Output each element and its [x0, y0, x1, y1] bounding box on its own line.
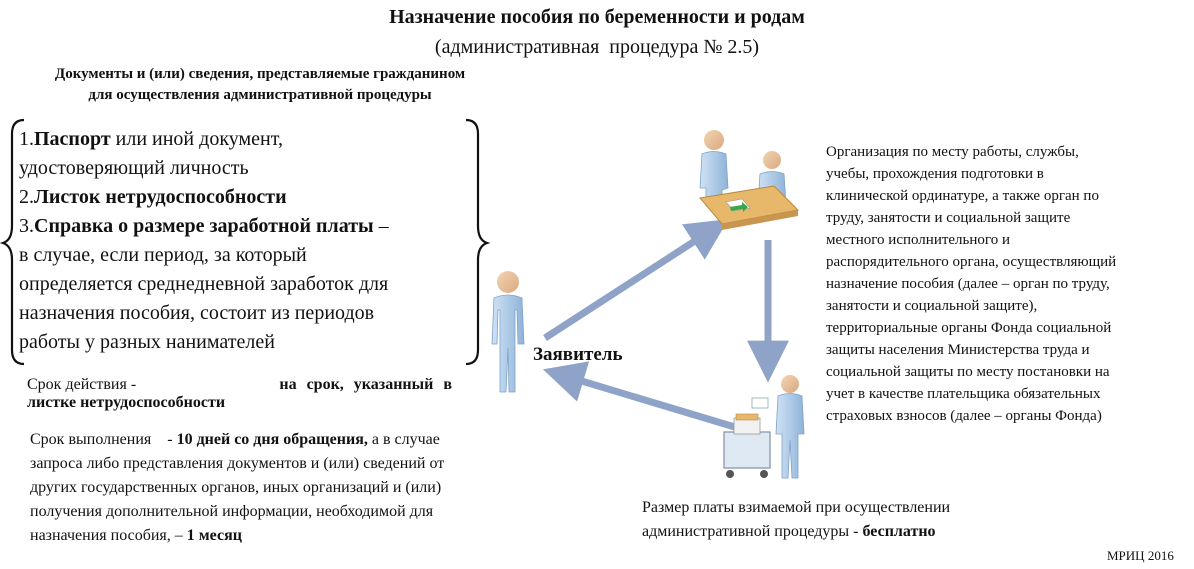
org-line-7: назначение пособия (далее – орган по тру… — [826, 276, 1110, 292]
fee-prefix: административной процедуры - — [642, 523, 863, 540]
documents-heading-line1: Документы и (или) сведения, представляем… — [54, 66, 466, 82]
validity-line1: Срок действия - на срок, указанный в — [27, 376, 452, 394]
org-line-1: Организация по месту работы, службы, — [826, 144, 1079, 160]
deadline-line2: запроса либо представления документов и … — [30, 455, 445, 472]
deadline-last-prefix: назначения пособия, – — [30, 527, 187, 544]
applicant-label: Заявитель — [533, 344, 623, 365]
document-item-3-cont-1: в случае, если период, за который — [19, 244, 307, 266]
page-subtitle: (административная процедура № 2.5) — [434, 36, 760, 58]
document-item-3: 3.Справка о размере заработной платы – — [19, 212, 471, 241]
document-item-3-num: 3. — [19, 215, 34, 237]
arrow-back-to-applicant — [542, 361, 740, 432]
deadline-line5: назначения пособия, – 1 месяц — [30, 524, 590, 548]
document-item-1-title: Паспорт — [34, 128, 111, 150]
left-brace-icon — [0, 118, 25, 366]
documents-list: 1.Паспорт или иной документ, удостоверяю… — [19, 125, 471, 357]
deadline-last-value: 1 месяц — [186, 527, 242, 544]
org-line-4: труду, занятости и социальной защите — [826, 210, 1071, 226]
org-line-6: распорядительного органа, осуществляющий — [826, 254, 1117, 270]
validity-line2: листке нетрудоспособности — [27, 394, 452, 412]
deadline-rest: а в случае — [367, 431, 440, 448]
document-item-3-cont-2: определяется среднедневной заработок для — [19, 273, 389, 295]
deadline-block: Срок выполнения - 10 дней со дня обращен… — [30, 428, 590, 548]
org-line-10: защиты населения Министерства труда и — [826, 342, 1090, 358]
validity-label: Срок действия - — [27, 376, 141, 393]
documents-heading-line2: для осуществления административной проце… — [88, 87, 432, 103]
org-line-3: клинической ординатуре, а также орган по — [826, 188, 1099, 204]
flow-arrows — [542, 219, 789, 432]
document-item-3-cont-3: назначения пособия, состоит из периодов — [19, 302, 375, 324]
document-item-2-title: Листок нетрудоспособности — [34, 186, 287, 208]
document-item-3-title: Справка о размере заработной платы — [34, 215, 374, 237]
validity-term: Срок действия - на срок, указанный в лис… — [27, 376, 452, 412]
person-icon — [491, 271, 525, 393]
validity-value-2: листке нетрудоспособности — [27, 394, 226, 411]
document-item-1-num: 1. — [19, 128, 34, 150]
page-title: Назначение пособия по беременности и род… — [389, 6, 805, 28]
deadline-line1: Срок выполнения - 10 дней со дня обращен… — [30, 428, 590, 452]
document-item-1: 1.Паспорт или иной документ, — [19, 125, 471, 154]
fee-line2: административной процедуры - бесплатно — [642, 520, 1082, 544]
deadline-value: 10 дней со дня обращения, — [176, 431, 368, 448]
document-item-3-cont-4: работы у разных нанимателей — [19, 331, 275, 353]
deadline-label: Срок выполнения - — [30, 431, 177, 448]
document-item-2-num: 2. — [19, 186, 34, 208]
documents-heading: Документы и (или) сведения, представляем… — [0, 64, 520, 106]
meeting-icon — [699, 130, 800, 230]
organization-text: Организация по месту работы, службы, уче… — [826, 141, 1186, 427]
org-line-13: страховых взносов (далее – органы Фонда) — [826, 408, 1102, 424]
arrow-applicant-to-organization — [543, 219, 729, 341]
org-line-12: учет в качестве плательщика обязательных — [826, 386, 1101, 402]
validity-value-1: на срок, указанный в — [279, 376, 452, 393]
org-line-5: местного исполнительного и — [826, 232, 1010, 248]
deadline-line4: получения дополнительной информации, нео… — [30, 503, 434, 520]
org-line-9: территориальные органы Фонда социальной — [826, 320, 1112, 336]
clerk-icon — [723, 375, 805, 479]
right-brace-icon — [465, 118, 491, 366]
document-item-3-rest: – — [373, 215, 389, 237]
deadline-line3: других государственных органов, иных орг… — [30, 479, 442, 496]
document-item-1-rest: или иной документ, — [110, 128, 283, 150]
org-line-8: занятости и социальной защите), — [826, 298, 1038, 314]
document-item-1-cont: удостоверяющий личность — [19, 157, 249, 179]
org-line-2: учебы, прохождения подготовки в — [826, 166, 1044, 182]
document-item-2: 2.Листок нетрудоспособности — [19, 183, 471, 212]
fee-value: бесплатно — [862, 523, 936, 540]
fee-line1: Размер платы взимаемой при осуществлении — [642, 499, 951, 516]
footer-brand: МРИЦ 2016 — [1107, 548, 1174, 563]
fee-block: Размер платы взимаемой при осуществлении… — [642, 496, 1082, 544]
org-line-11: социальной защиты по месту постановки на — [826, 364, 1110, 380]
